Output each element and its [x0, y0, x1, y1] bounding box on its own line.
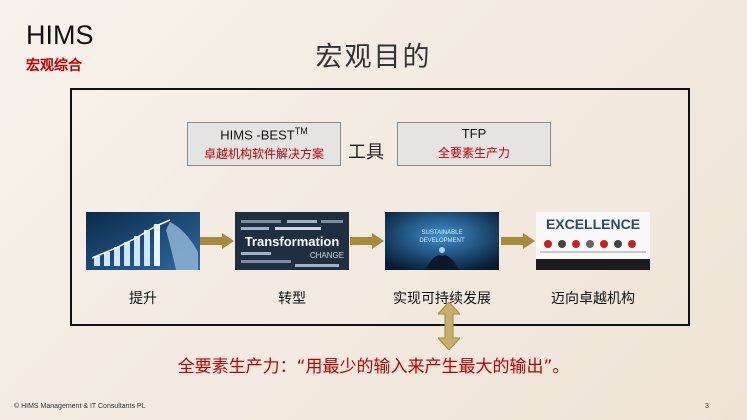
- stage-label-sustain: 实现可持续发展: [393, 291, 491, 307]
- tools-label: 工具: [348, 142, 384, 163]
- hims-best-subtitle: 卓越机构软件解决方案: [203, 147, 324, 162]
- sustainable-development-image: SUSTAINABLE DEVELOPMENT: [385, 212, 499, 270]
- slide-title: 宏观目的: [315, 42, 432, 73]
- hims-best-title: HIMS -BESTTM: [220, 126, 308, 143]
- excellence-word: EXCELLENCE: [546, 216, 640, 232]
- tfp-tagline: 全要素生产力：“用最少的输入来产生最大的输出”。: [177, 357, 570, 377]
- change-word: CHANGE: [310, 251, 344, 260]
- tfp-box: TFP 全要素生产力: [397, 122, 551, 166]
- arrow-right-icon: [200, 233, 234, 249]
- stage-label-transform: 转型: [278, 291, 306, 307]
- development-word: DEVELOPMENT: [419, 238, 465, 244]
- sustainable-word: SUSTAINABLE: [422, 230, 463, 236]
- stage-label-improve: 提升: [129, 291, 157, 307]
- brand-subtitle: 宏观综合: [26, 58, 82, 74]
- rising-bar-chart-image: [86, 212, 200, 270]
- transformation-word: Transformation: [245, 234, 340, 249]
- transformation-word-cloud-image: Transformation CHANGE: [235, 212, 349, 270]
- stage-label-excellence: 迈向卓越机构: [551, 291, 635, 307]
- arrow-right-icon: [501, 233, 535, 249]
- double-arrow-vertical-icon: [438, 302, 460, 350]
- brand-logo-text: HIMS: [26, 20, 94, 50]
- excellence-image: EXCELLENCE: [536, 212, 650, 270]
- page-number: 3: [705, 403, 709, 410]
- trademark-sup: TM: [294, 126, 308, 136]
- hims-best-box: HIMS -BESTTM 卓越机构软件解决方案: [187, 122, 341, 166]
- content-frame: [70, 88, 690, 326]
- tfp-title: TFP: [461, 126, 487, 141]
- tfp-subtitle: 全要素生产力: [437, 146, 510, 160]
- copyright-footer: © HIMS Management & IT Consultants PL: [14, 403, 146, 410]
- arrow-right-icon: [350, 233, 384, 249]
